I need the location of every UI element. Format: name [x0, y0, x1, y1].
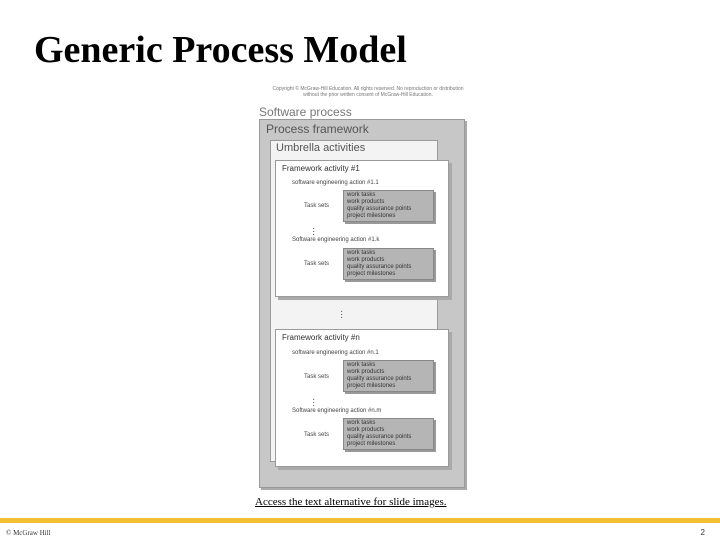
slide-title: Generic Process Model: [34, 29, 407, 71]
copyright-notice: Copyright © McGraw-Hill Education. All r…: [272, 86, 464, 98]
task-item: quality assurance points: [347, 376, 412, 382]
engineering-action-label: Software engineering action #n.m: [292, 408, 382, 414]
task-item: work tasks: [347, 362, 376, 368]
footer-divider: [0, 518, 720, 523]
task-sets-label: Task sets: [304, 432, 330, 438]
engineering-action-label: software engineering action #1.1: [292, 180, 379, 186]
umbrella-activities-label: Umbrella activities: [276, 142, 366, 154]
task-item: project milestones: [347, 213, 396, 219]
vertical-ellipsis-icon: ···: [340, 306, 344, 323]
task-set-box: work tasks work products quality assuran…: [343, 360, 434, 392]
task-item: project milestones: [347, 441, 396, 447]
task-item: work products: [347, 369, 385, 375]
task-set-box: work tasks work products quality assuran…: [343, 248, 434, 280]
task-item: project milestones: [347, 271, 396, 277]
framework-activity-box: Framework activity #1 software engineeri…: [275, 160, 449, 297]
task-item: work tasks: [347, 250, 376, 256]
task-sets-label: Task sets: [304, 203, 330, 209]
engineering-action-label: Software engineering action #1.k: [292, 237, 380, 243]
task-sets-label: Task sets: [304, 261, 330, 267]
task-sets-label: Task sets: [304, 374, 330, 380]
task-item: project milestones: [347, 383, 396, 389]
engineering-action-label: software engineering action #n.1: [292, 350, 379, 356]
task-item: work tasks: [347, 192, 376, 198]
page-number: 2: [700, 528, 705, 537]
process-framework-label: Process framework: [266, 122, 369, 136]
task-item: work products: [347, 257, 385, 263]
framework-activity-box: Framework activity #n software engineeri…: [275, 329, 449, 467]
text-alternative-link[interactable]: Access the text alternative for slide im…: [255, 496, 447, 508]
task-item: work tasks: [347, 420, 376, 426]
framework-activity-label: Framework activity #1: [282, 164, 360, 173]
task-item: work products: [347, 199, 385, 205]
copyright-footer: © McGraw Hill: [6, 529, 51, 537]
task-item: quality assurance points: [347, 264, 412, 270]
task-set-box: work tasks work products quality assuran…: [343, 418, 434, 450]
framework-activity-label: Framework activity #n: [282, 333, 360, 342]
task-item: quality assurance points: [347, 206, 412, 212]
process-model-figure: Copyright © McGraw-Hill Education. All r…: [255, 86, 467, 489]
software-process-label: Software process: [259, 105, 352, 119]
vertical-ellipsis-icon: ···: [312, 394, 316, 411]
process-framework-box: Process framework Umbrella activities Fr…: [259, 119, 465, 488]
task-set-box: work tasks work products quality assuran…: [343, 190, 434, 222]
task-item: work products: [347, 427, 385, 433]
task-item: quality assurance points: [347, 434, 412, 440]
vertical-ellipsis-icon: ···: [312, 223, 316, 240]
